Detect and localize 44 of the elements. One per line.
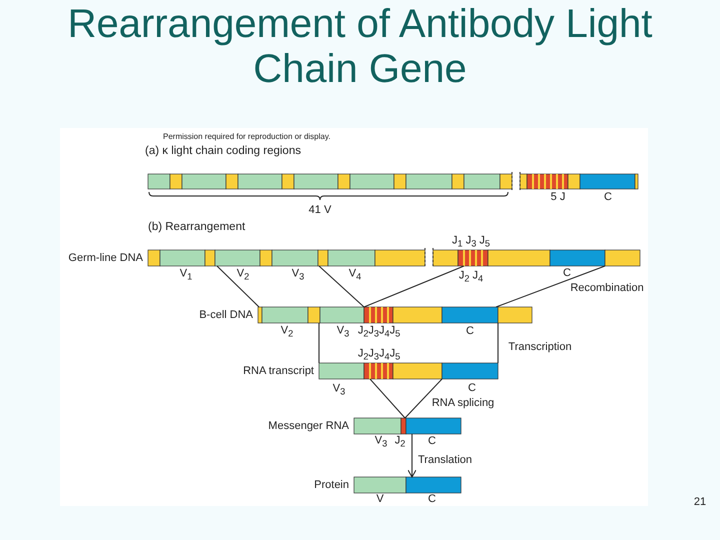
connector-line <box>370 378 406 418</box>
segment-label: V$_{2}$ <box>236 267 250 283</box>
segment-label: V <box>376 493 384 505</box>
segment-label: J$_{1}$ J$_{3}$ J$_{5}$ <box>452 234 490 250</box>
row-label: B-cell DNA <box>199 309 253 321</box>
page-number: 21 <box>694 496 706 508</box>
connector-line <box>496 266 606 308</box>
step-label: Recombination <box>570 282 644 294</box>
connector-line <box>318 322 320 364</box>
segment-label: V$_{4}$ <box>348 267 362 283</box>
row-label: Messenger RNA <box>268 420 349 432</box>
step-label: Transcription <box>508 341 572 353</box>
segment-label: C <box>428 435 436 447</box>
row-label: RNA transcript <box>243 365 314 377</box>
segment-label: C <box>428 493 436 505</box>
segment-label: J$_{2}$ <box>394 434 406 450</box>
panel-heading: (a) κ light chain coding regions <box>145 145 301 157</box>
connector-line <box>364 266 464 308</box>
region-label: 5 J <box>550 191 566 203</box>
segment-label: V$_{2}$ <box>280 324 294 340</box>
segment-label: C <box>563 267 571 279</box>
segment-label: J$_{2}$J$_{3}$J$_{4}$J$_{5}$ <box>358 324 400 340</box>
connector-line <box>216 266 260 308</box>
connector-line <box>404 378 442 418</box>
region-label: C <box>604 191 612 203</box>
edge-label: Translation <box>418 454 472 466</box>
row-label: Protein <box>314 479 349 491</box>
step-label: RNA splicing <box>432 397 494 409</box>
panel-heading: (b) Rearrangement <box>148 221 246 233</box>
segment-label: V$_{3}$ <box>332 382 346 398</box>
segment-label: J$_{2}$J$_{3}$J$_{4}$J$_{5}$ <box>358 347 400 363</box>
title: Rearrangement of Antibody Light Chain Gene <box>66 2 654 92</box>
segment-label: V$_{3}$ <box>374 434 388 450</box>
copyright-note: Permission required for reproduction or display. <box>163 131 330 143</box>
segment-label: C <box>466 325 474 337</box>
segment-label: J$_{2}$ J$_{4}$ <box>458 269 484 285</box>
row-label: Germ-line DNA <box>68 252 143 264</box>
segment-label: V$_{1}$ <box>180 267 192 283</box>
connector-line <box>318 266 364 308</box>
segment-label: V$_{3}$ <box>292 267 304 283</box>
region-label: 41 V <box>308 204 332 216</box>
arrow <box>408 434 416 478</box>
segment-label: V$_{3}$ <box>336 324 350 340</box>
segment-label: C <box>468 382 476 394</box>
